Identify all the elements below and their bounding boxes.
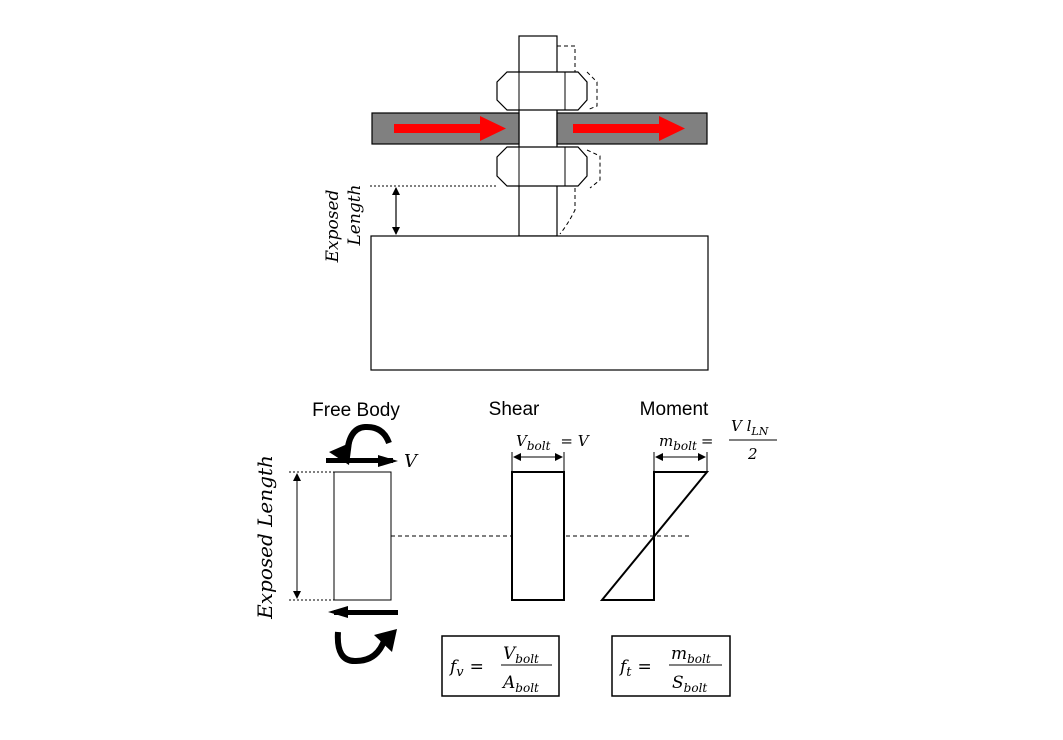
moment-shape: [599, 471, 710, 601]
shear-diagram: [511, 452, 565, 601]
moment-equation-num: V lLN: [731, 417, 769, 438]
bolt-shank: [518, 35, 558, 237]
free-body-heading: Free Body: [312, 400, 400, 421]
shear-equation: Vbolt= V: [516, 432, 591, 453]
ft-lhs: ft=: [618, 657, 652, 680]
left-force-arrow: [394, 116, 506, 141]
right-force-arrow: [573, 116, 685, 141]
exposed-length-side-label: Exposed Length: [253, 455, 277, 620]
top-force-bar: [326, 458, 393, 463]
bottom-curved-arrow: [334, 631, 388, 664]
fv-formula-box: fv= Vbolt Abolt: [441, 635, 560, 697]
fv-denominator: Abolt: [501, 673, 539, 695]
top-curved-arrow: [344, 423, 392, 455]
base-block: [370, 235, 709, 371]
ft-numerator: mbolt: [671, 644, 711, 666]
moment-equation-lhs: mbolt=: [659, 432, 713, 453]
fv-lhs: fv=: [448, 657, 484, 680]
exposed-length-label-2: Length: [345, 185, 365, 247]
upper-nut: [496, 71, 588, 111]
shear-block: [511, 471, 565, 601]
force-v-label: V: [404, 451, 419, 472]
moment-heading: Moment: [640, 399, 709, 420]
moment-equation-den: 2: [747, 445, 758, 463]
fv-numerator: Vbolt: [503, 644, 539, 666]
shear-heading: Shear: [489, 399, 540, 420]
ft-formula-box: ft= mbolt Sbolt: [611, 635, 731, 697]
free-body-bolt: [333, 471, 392, 601]
lower-nut: [496, 146, 588, 187]
free-body-diagram: [289, 423, 398, 664]
deflected-shape: [557, 45, 601, 235]
bolt-assembly: [370, 35, 709, 371]
bottom-force-bar: [334, 610, 398, 615]
exposed-length-label-1: Exposed: [323, 189, 343, 263]
ft-denominator: Sbolt: [672, 673, 707, 695]
moment-diagram: [599, 452, 710, 601]
